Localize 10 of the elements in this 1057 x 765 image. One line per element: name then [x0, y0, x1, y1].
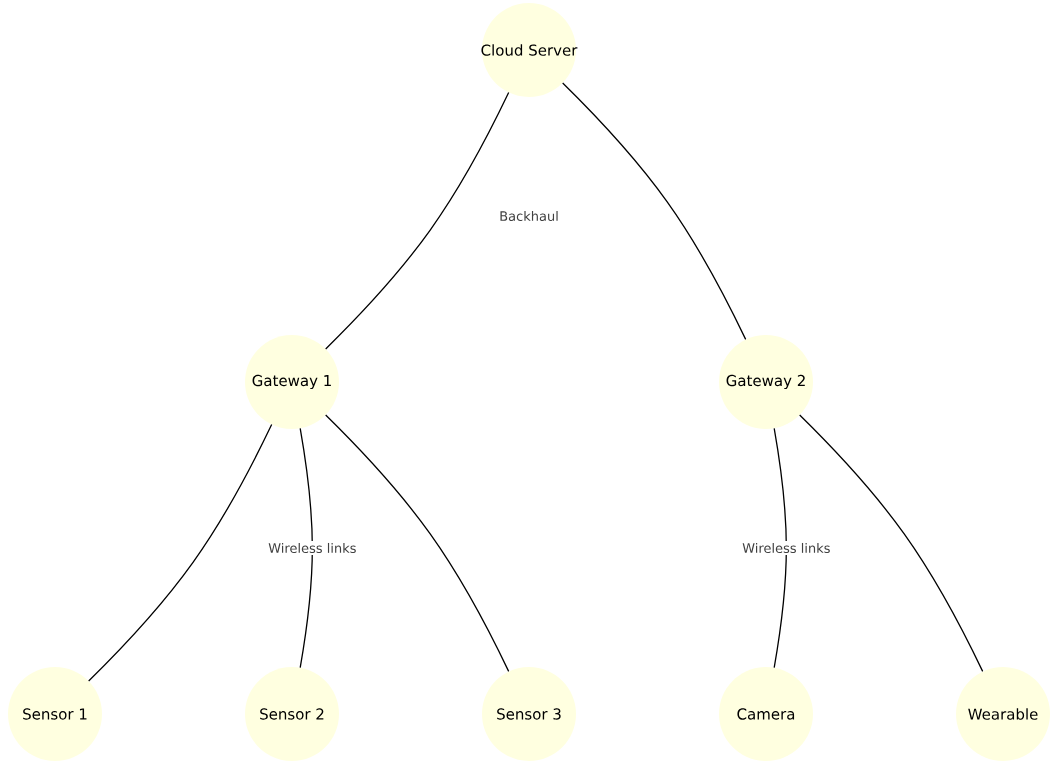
- connector-line: [562, 82, 747, 341]
- connector-line: [325, 414, 510, 673]
- connector-line: [773, 427, 787, 669]
- connector-line: [88, 423, 273, 682]
- connector-line: [325, 91, 510, 350]
- edge-label: Wireless links: [740, 540, 833, 555]
- diagram-label: Backhaul: [500, 210, 558, 222]
- edge-label: Wireless links: [266, 540, 359, 555]
- connector-line: [299, 427, 313, 669]
- connector-line: [799, 414, 984, 673]
